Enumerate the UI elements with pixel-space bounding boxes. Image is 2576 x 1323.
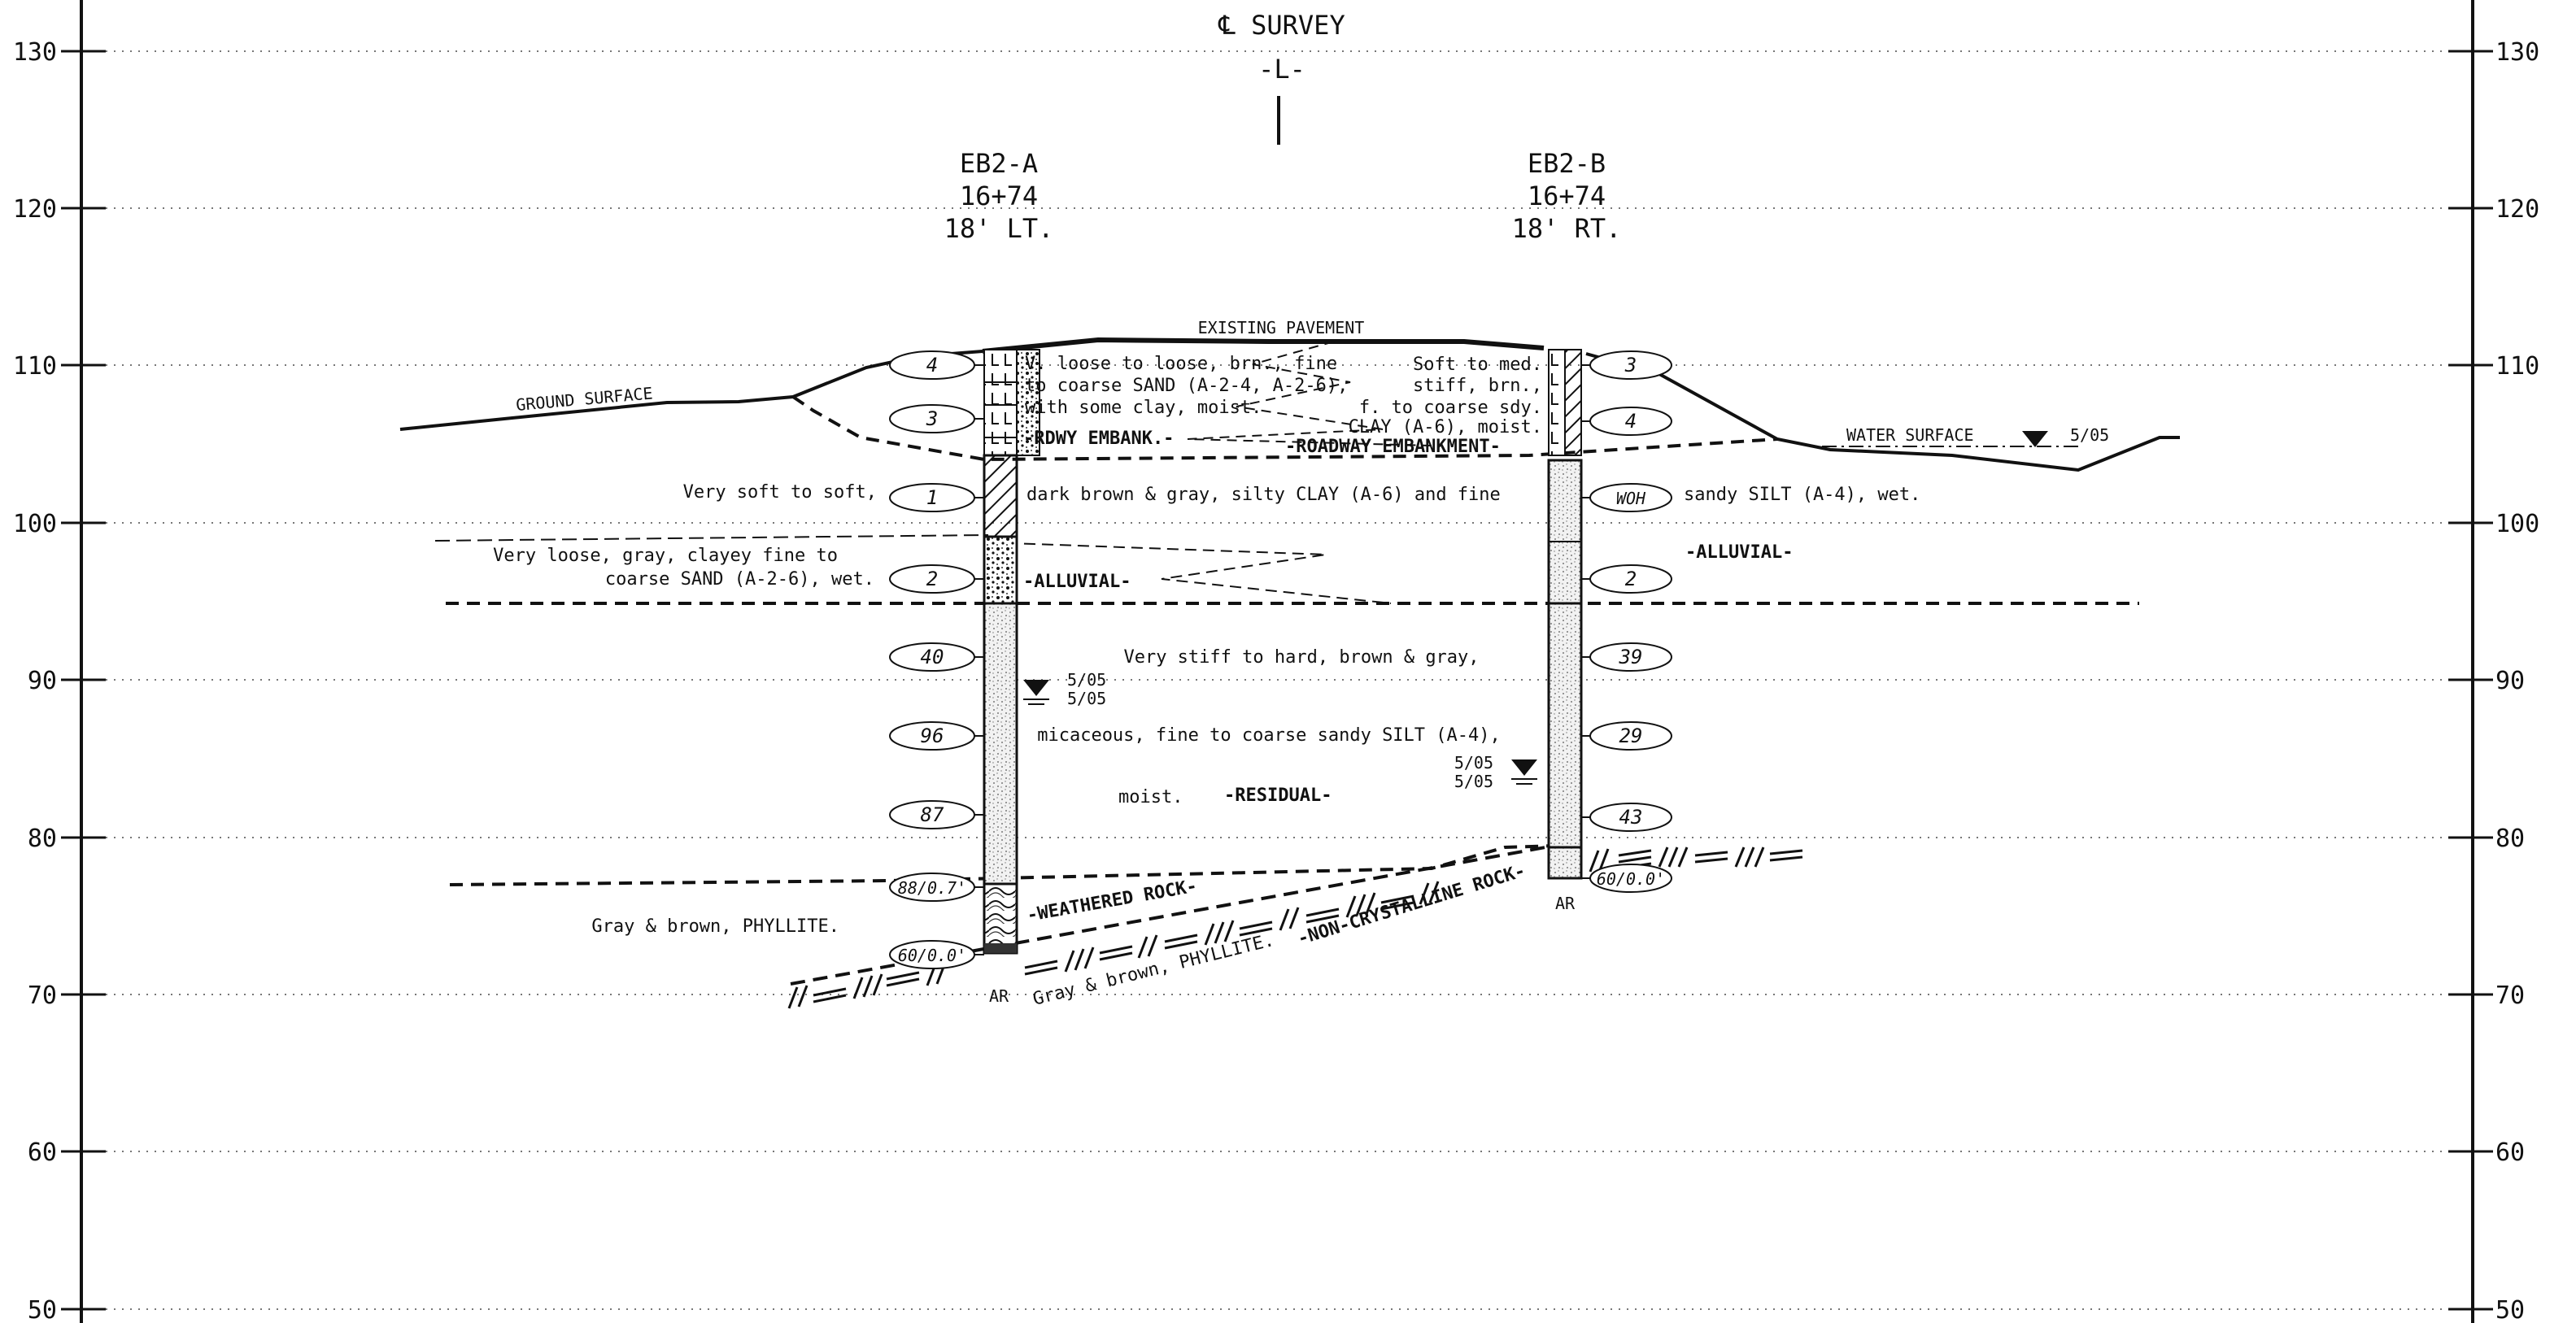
- elevation-label-right: 130: [2495, 38, 2539, 67]
- blow-count: 40: [921, 646, 944, 668]
- non-crystalline-rock-label: -NON-CRYSTALLINE ROCK-: [1295, 861, 1528, 950]
- elevation-label-right: 110: [2495, 352, 2539, 381]
- boring-column-eb2-b: [1547, 349, 1583, 880]
- sand-description: coarse SAND (A-2-6), wet.: [605, 569, 874, 590]
- blow-count: 96: [921, 725, 944, 747]
- elevation-label-left: 130: [13, 38, 57, 67]
- elevation-label-left: 70: [28, 981, 57, 1010]
- blow-count: 4: [1625, 410, 1637, 433]
- blow-count: 60/0.0': [898, 946, 966, 965]
- auger-refusal-label: AR: [1555, 894, 1576, 913]
- embankment-description: V. loose to loose, brn., fine: [1025, 354, 1337, 374]
- water-surface-date: 5/05: [2070, 425, 2109, 445]
- blow-count: 2: [926, 568, 938, 590]
- embankment-description: stiff, brn.,: [1413, 376, 1542, 396]
- blow-count: 39: [1619, 646, 1643, 668]
- boring-id: EB2-B: [1528, 148, 1606, 179]
- elevation-label-left: 100: [13, 510, 57, 538]
- embankment-description: with some clay, moist.: [1025, 398, 1262, 418]
- elevation-label-left: 120: [13, 195, 57, 224]
- embankment-description: to coarse SAND (A-2-4, A-2-6),: [1025, 376, 1348, 396]
- boring-station: 16+74: [1528, 181, 1606, 211]
- blow-count: 4: [926, 354, 938, 376]
- boring-offset: 18' LT.: [944, 213, 1054, 244]
- embankment-description: Soft to med.: [1413, 355, 1542, 375]
- blow-count: 29: [1619, 725, 1643, 747]
- embankment-description: CLAY (A-6), moist.: [1349, 417, 1542, 437]
- elevation-label-left: 80: [28, 825, 57, 853]
- elevation-grid: 130 120 110 100 90 80 70 60 50 130 120 1…: [13, 0, 2539, 1323]
- sand-description: Very loose, gray, clayey fine to: [493, 546, 838, 566]
- water-level-icon: [2022, 431, 2048, 447]
- phyllite-description: Gray & brown, PHYLLITE.: [591, 916, 839, 937]
- blow-count: 60/0.0': [1597, 869, 1665, 889]
- water-reading: 5/05: [1454, 753, 1493, 772]
- elevation-label-right: 120: [2495, 195, 2539, 224]
- residual-label: -RESIDUAL-: [1224, 786, 1332, 806]
- boring-offset: 18' RT.: [1512, 213, 1622, 244]
- elevation-label-right: 100: [2495, 510, 2539, 538]
- water-level-icon: [1023, 680, 1049, 696]
- boring-column-eb2-a: [983, 349, 1040, 955]
- water-surface: WATER SURFACE 5/05: [1822, 425, 2109, 447]
- existing-pavement-label: EXISTING PAVEMENT: [1198, 318, 1365, 337]
- embankment-description: f. to coarse sdy.: [1359, 398, 1542, 418]
- elevation-label-left: 110: [13, 352, 57, 381]
- elevation-label-right: 60: [2495, 1138, 2525, 1167]
- residual-description: moist.: [1118, 787, 1183, 807]
- silt-description: sandy SILT (A-4), wet.: [1684, 485, 1920, 505]
- roadway-embankment-label: -ROADWAY EMBANKMENT-: [1285, 437, 1501, 457]
- boring-id: EB2-A: [960, 148, 1038, 179]
- blow-count: 87: [921, 803, 944, 826]
- elevation-label-left: 90: [28, 667, 57, 695]
- elevation-label-right: 80: [2495, 825, 2525, 853]
- elevation-label-left: 50: [28, 1296, 57, 1323]
- rdwy-embank-label: -RDWY EMBANK.-: [1023, 429, 1174, 449]
- alluvial-label-left: -ALLUVIAL-: [1023, 572, 1131, 592]
- existing-pavement-line: [982, 337, 1545, 354]
- blow-counts-eb2-a: 4 3 1 2 40 96 87 88/0.7' 60/0.0': [889, 350, 984, 969]
- elevation-label-right: 50: [2495, 1296, 2525, 1323]
- water-level-icon: [1511, 759, 1537, 776]
- survey-line-label: -L-: [1258, 54, 1305, 85]
- blow-counts-eb2-b: 3 4 WOH 2 39 29 43 60/0.0': [1581, 350, 1672, 893]
- elevation-label-right: 70: [2495, 981, 2525, 1010]
- auger-refusal-label: AR: [989, 986, 1009, 1006]
- elevation-label-left: 60: [28, 1138, 57, 1167]
- survey-header: ℄ SURVEY -L-: [1218, 10, 1345, 145]
- water-reading: 5/05: [1067, 689, 1106, 708]
- residual-description: micaceous, fine to coarse sandy SILT (A-…: [1037, 725, 1501, 746]
- water-surface-label: WATER SURFACE: [1846, 425, 1974, 445]
- groundwater-eb2-a: 5/05 5/05: [1023, 670, 1106, 708]
- blow-count: WOH: [1616, 489, 1646, 508]
- groundwater-eb2-b: 5/05 5/05: [1454, 753, 1537, 791]
- weathered-rock-label: -WEATHERED ROCK-: [1026, 876, 1199, 925]
- boring-station: 16+74: [960, 181, 1038, 211]
- water-reading: 5/05: [1454, 772, 1493, 791]
- alluvial-label-right: -ALLUVIAL-: [1685, 542, 1793, 563]
- survey-title: ℄ SURVEY: [1218, 10, 1345, 41]
- boring-header-eb2-a: EB2-A 16+74 18' LT.: [944, 148, 1054, 244]
- boring-header-eb2-b: EB2-B 16+74 18' RT.: [1512, 148, 1622, 244]
- blow-count: 2: [1625, 568, 1637, 590]
- blow-count: 43: [1619, 806, 1643, 829]
- blow-count: 88/0.7': [898, 878, 966, 898]
- elevation-label-right: 90: [2495, 667, 2525, 695]
- strata-descriptions: V. loose to loose, brn., fine to coarse …: [493, 354, 1920, 1010]
- blow-count: 3: [1624, 354, 1637, 376]
- residual-description: Very stiff to hard, brown & gray,: [1123, 647, 1479, 668]
- clay-description: Very soft to soft,: [683, 482, 877, 503]
- blow-count: 3: [926, 407, 938, 430]
- blow-count: 1: [926, 486, 938, 509]
- clay-description: dark brown & gray, silty CLAY (A-6) and …: [1026, 485, 1501, 505]
- water-reading: 5/05: [1067, 670, 1106, 690]
